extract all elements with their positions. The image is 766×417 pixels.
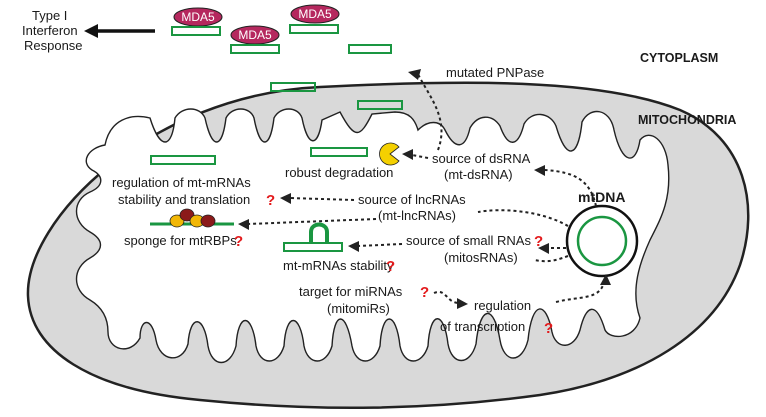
- question-mark: ?: [266, 192, 275, 209]
- arrow-head: [538, 243, 549, 254]
- type-i-label-line2: Interferon: [22, 23, 78, 38]
- sponge-rna-icon: [150, 208, 234, 228]
- arrow-mtdna-to-lncrna: [477, 209, 569, 227]
- question-mark: ?: [234, 233, 243, 250]
- arrow-head: [534, 165, 545, 176]
- regulation-mt-mrnas-line1: regulation of mt-mRNAs: [112, 175, 251, 190]
- inner-mitochondrial-membrane: [75, 108, 670, 364]
- arrow-mtdna-to-small-2: [533, 255, 569, 263]
- mda5-complex: MDA5: [230, 25, 280, 54]
- dsrna-strand: [310, 147, 368, 157]
- mutated-pnpase-label: mutated PNPase: [446, 65, 544, 80]
- source-dsrna-line2: (mt-dsRNA): [444, 167, 513, 182]
- mtdna-green-ring: [576, 215, 628, 267]
- mda5-label: MDA5: [238, 28, 272, 42]
- arrow-regulation-to-mtdna: [555, 281, 605, 303]
- mitochondria-label: MITOCHONDRIA: [638, 113, 736, 127]
- arrow-dsrna-export: [417, 73, 443, 151]
- mda5-complex: MDA5: [171, 7, 223, 36]
- regulation-transcription-line1: regulation: [474, 298, 531, 313]
- arrow-head: [238, 219, 249, 230]
- cytoplasm-label: CYTOPLASM: [640, 51, 718, 65]
- source-lncrnas-line1: source of lncRNAs: [358, 192, 466, 207]
- target-mirnas-line1: target for miRNAs: [299, 284, 403, 299]
- mda5-complex: MDA5: [289, 4, 340, 34]
- arrow-to-degradation: [411, 154, 429, 159]
- type-i-label-line3: Response: [24, 38, 83, 53]
- arrow-head: [600, 274, 611, 285]
- dsrna-strand: [348, 44, 392, 54]
- mda5-ellipse: [290, 4, 340, 24]
- arrow-head: [280, 193, 291, 204]
- pacman-pnpase-icon: [379, 142, 400, 166]
- question-mark: ?: [534, 233, 543, 250]
- dsrna-strand: [289, 24, 339, 34]
- source-small-rnas-line1: source of small RNAs: [406, 233, 531, 248]
- mt-mrnas-stability-label: mt-mRNAs stability: [283, 258, 394, 273]
- regulation-mt-mrnas-line2: stability and translation: [118, 192, 250, 207]
- arrow-head: [402, 149, 413, 160]
- source-lncrnas-line2: (mt-lncRNAs): [378, 208, 456, 223]
- robust-degradation-label: robust degradation: [285, 165, 393, 180]
- regulation-transcription-line2: of transcription: [440, 319, 525, 334]
- dsrna-strand: [357, 100, 403, 110]
- source-dsrna-line1: source of dsRNA: [432, 151, 531, 166]
- dsrna-strand: [171, 26, 221, 36]
- target-mirnas-line2: (mitomiRs): [327, 301, 390, 316]
- arrow-head: [348, 241, 359, 252]
- mtdna-label: mtDNA: [578, 189, 625, 205]
- dsrna-strand: [230, 44, 280, 54]
- arrow-small-to-stability: [357, 243, 403, 247]
- arrow-to-interferon: [84, 24, 155, 38]
- question-mark: ?: [386, 258, 395, 275]
- mda5-label: MDA5: [181, 10, 215, 24]
- arrow-mirna-to-regulation: [433, 290, 459, 304]
- dsrna-strand: [150, 155, 216, 165]
- sponge-label: sponge for mtRBPs: [124, 233, 237, 248]
- dsrna-strand: [270, 82, 316, 92]
- type-i-label-line1: Type I: [32, 8, 67, 23]
- question-mark: ?: [544, 320, 553, 337]
- question-mark: ?: [420, 284, 429, 301]
- arrow-head: [457, 298, 468, 309]
- source-small-rnas-line2: (mitosRNAs): [444, 250, 518, 265]
- mda5-label: MDA5: [298, 7, 332, 21]
- arrow-head: [408, 69, 421, 80]
- arrow-lncrna-to-regulation: [289, 197, 355, 201]
- arrow-mtdna-to-dsrna: [544, 169, 597, 207]
- hairpin-rna-icon: [283, 222, 343, 252]
